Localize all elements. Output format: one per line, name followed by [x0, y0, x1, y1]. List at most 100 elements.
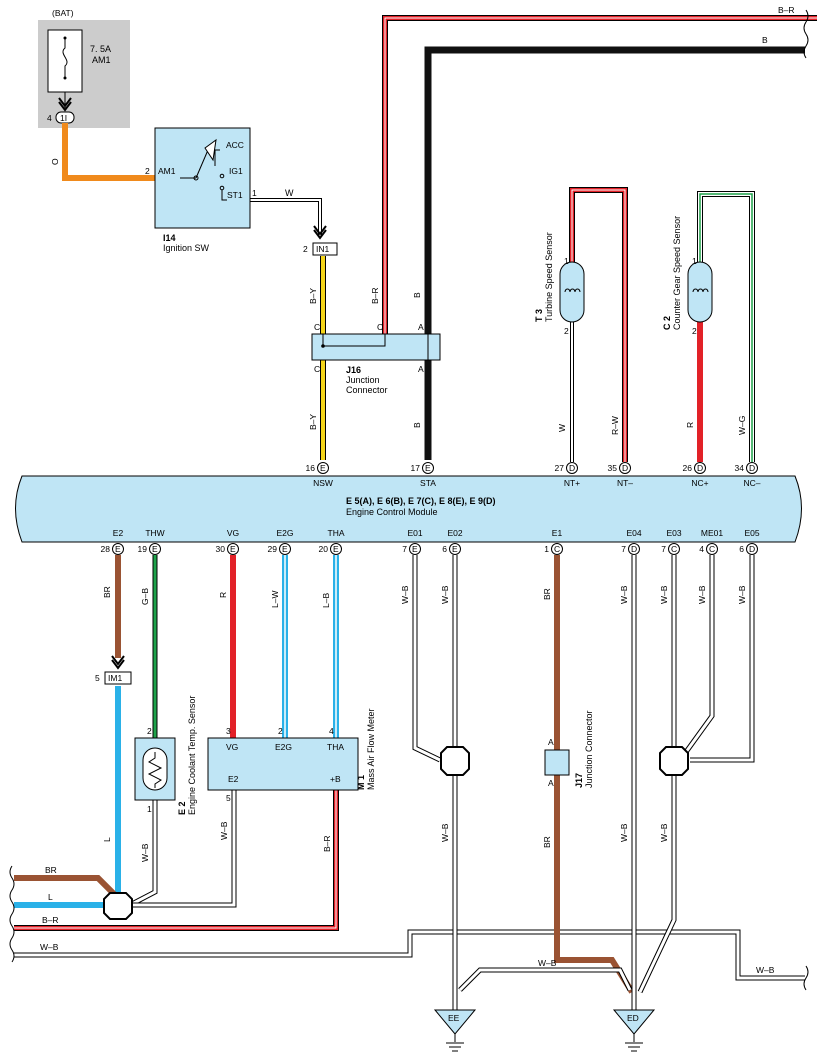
ecm-pin-connector: C: [709, 544, 715, 554]
wire-code-br-maf: B–R: [322, 835, 332, 852]
ign-term-acc: ACC: [226, 140, 244, 150]
wire-code-wb-e02: W–B: [440, 585, 450, 604]
ecm-pin-connector: D: [622, 463, 628, 473]
maf-pin5: 5: [226, 793, 231, 803]
ecm-pin-connector: E: [230, 544, 236, 554]
j16-name-2: Connector: [346, 385, 388, 395]
wire-break-right: [803, 965, 809, 991]
wire-wb-coolant: [129, 800, 157, 907]
j17-pin-a-bottom: A: [548, 778, 554, 788]
wire-wb-e01: [413, 555, 441, 762]
counter-name: Counter Gear Speed Sensor: [672, 216, 682, 330]
ecm-pin-signal: E1: [552, 528, 563, 538]
arrow-down-icon: [58, 97, 72, 112]
ecm-pin-signal: THW: [145, 528, 164, 538]
j16-id: J16: [346, 365, 361, 375]
ign-term-ig1: IG1: [229, 166, 243, 176]
wire-code-l-vertical: L: [102, 837, 112, 842]
in1-pin: 2: [303, 244, 308, 254]
engine-control-module: E 5(A), E 6(B), E 7(C), E 8(E), E 9(D) E…: [15, 462, 802, 555]
engine-coolant-temp-sensor: 2 1 E 2 Engine Coolant Temp. Sensor: [134, 696, 197, 815]
ecm-pin-number: 27: [555, 463, 565, 473]
ecm-pin-number: 26: [683, 463, 693, 473]
battery-fuse-block: (BAT) 7. 5A AM1 1I 4: [38, 8, 130, 128]
in1-code: IN1: [316, 244, 330, 254]
ign-name: Ignition SW: [163, 243, 210, 253]
ecm-pin-connector: E: [152, 544, 158, 554]
wire-code-by-upper: B–Y: [308, 288, 318, 304]
counter-pin2: 2: [692, 326, 697, 336]
counter-sensor-body: [687, 261, 713, 323]
ecm-pin-number: 34: [735, 463, 745, 473]
wire-code-rw: R–W: [610, 416, 620, 435]
ecm-pin-number: 35: [608, 463, 618, 473]
fuse-rating: 7. 5A: [90, 44, 111, 54]
wire-code-wg: W–G: [737, 416, 747, 435]
battery-label: (BAT): [52, 8, 74, 18]
j17-name: Junction Connector: [584, 710, 594, 788]
wire-brown-br-bus: [14, 875, 121, 901]
counter-pin1: 1: [692, 256, 697, 266]
ecm-pin-connector: E: [425, 463, 431, 473]
j16-name-1: Junction: [346, 375, 380, 385]
wire-code-b-upper: B: [412, 292, 422, 298]
wire-code-b-top: B: [762, 35, 768, 45]
maf-name: Mass Air Flow Meter: [366, 708, 376, 790]
bat-pin: 4: [47, 113, 52, 123]
j16-pin-a-top: A: [418, 322, 424, 332]
ecm-pin-number: 4: [699, 544, 704, 554]
im1-code: IM1: [108, 673, 122, 683]
wire-code-by-lower: B–Y: [308, 414, 318, 430]
ign-term-am1: AM1: [158, 166, 176, 176]
ecm-pin-number: 16: [306, 463, 316, 473]
wire-code-wb-maf: W–B: [219, 821, 229, 840]
ecm-pin-signal: NT+: [564, 478, 580, 488]
wire-wb-ground-link: [458, 968, 632, 992]
wire-code-wb-e03: W–B: [659, 585, 669, 604]
wire-code-wb-splice-ed: W–B: [659, 823, 669, 842]
ecm-pin-signal: NC–: [743, 478, 760, 488]
ignition-switch: 2 AM1 ACC IG1 ST1 1 I14 Ignition SW: [145, 127, 257, 253]
maf-term-e2g: E2G: [275, 742, 292, 752]
wire-code-wb-me01: W–B: [697, 585, 707, 604]
ecm-pin-signal: E05: [744, 528, 759, 538]
ign-id: I14: [163, 233, 176, 243]
ecm-pin-signal: NSW: [313, 478, 333, 488]
ecm-pin-signal: E04: [626, 528, 641, 538]
ecm-connectors: E 5(A), E 6(B), E 7(C), E 8(E), E 9(D): [346, 496, 496, 506]
wire-code-wb-ed: W–B: [619, 823, 629, 842]
ecm-pin-connector: E: [333, 544, 339, 554]
turbine-pin2: 2: [564, 326, 569, 336]
coolant-pin1: 1: [147, 804, 152, 814]
wire-orange-am1: [62, 123, 155, 181]
turbine-speed-sensor: 1 2 T 3 Turbine Speed Sensor: [534, 232, 585, 336]
wire-code-wb-coolant: W–B: [140, 843, 150, 862]
ecm-pin-number: 7: [402, 544, 407, 554]
maf-term-vg: VG: [226, 742, 238, 752]
wire-code-br-top: B–R: [778, 5, 795, 15]
ecm-pin-connector: E: [282, 544, 288, 554]
turbine-id: T 3: [534, 309, 544, 322]
wire-wb-e03: [638, 555, 676, 993]
maf-term-plus-b: +B: [330, 774, 341, 784]
maf-term-e2: E2: [228, 774, 239, 784]
fuse-icon: [62, 38, 68, 78]
ecm-pin-signal: THA: [328, 528, 345, 538]
ecm-pin-connector: C: [671, 544, 677, 554]
ground-ed-triangle: [612, 1009, 656, 1035]
ecm-name: Engine Control Module: [346, 507, 438, 517]
